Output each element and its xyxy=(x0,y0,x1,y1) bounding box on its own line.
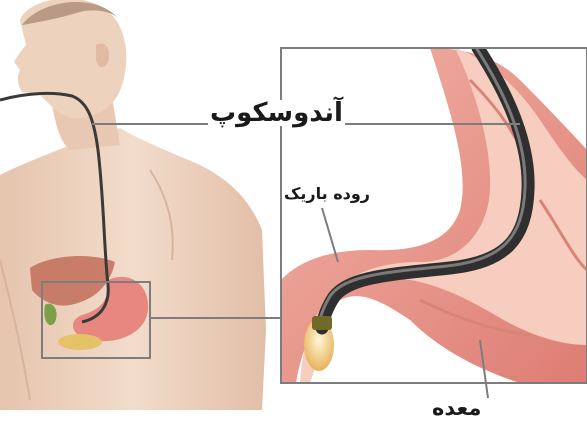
zoom-panel xyxy=(281,46,587,383)
label-small-intestine: روده باریک xyxy=(284,186,370,202)
human-figure xyxy=(0,0,281,410)
scope-tip xyxy=(312,316,332,330)
label-endoscope: آندوسکوپ xyxy=(208,100,345,126)
pancreas xyxy=(58,334,102,350)
label-stomach: معده xyxy=(432,398,481,419)
